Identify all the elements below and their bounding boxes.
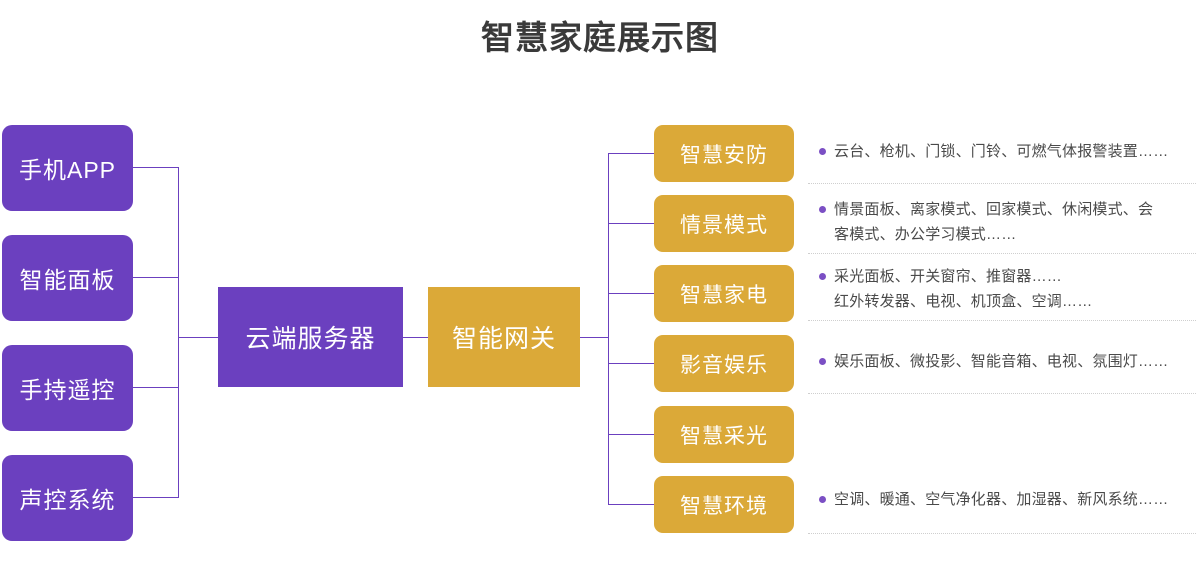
connector-stub-lighting	[608, 434, 655, 435]
connector-stub-mobile-app	[133, 167, 179, 168]
divider-5	[808, 533, 1196, 534]
description-line: 云台、枪机、门锁、门铃、可燃气体报警装置……	[808, 139, 1196, 164]
connector-cloud-to-gateway	[403, 337, 429, 338]
node-smart-lighting[interactable]: 智慧采光	[654, 406, 794, 463]
connector-stub-entertainment	[608, 363, 655, 364]
node-mobile-app[interactable]: 手机APP	[2, 125, 133, 211]
connector-stub-appliance	[608, 293, 655, 294]
description-text: 空调、暖通、空气净化器、加湿器、新风系统……	[834, 491, 1169, 508]
connector-stub-security	[608, 153, 655, 154]
description-line: 娱乐面板、微投影、智能音箱、电视、氛围灯……	[808, 349, 1196, 374]
node-smart-environment[interactable]: 智慧环境	[654, 476, 794, 533]
connector-stub-environment	[608, 504, 655, 505]
description-line: 情景面板、离家模式、回家模式、休闲模式、会	[808, 197, 1196, 222]
node-smart-appliance[interactable]: 智慧家电	[654, 265, 794, 322]
divider-2	[808, 253, 1196, 254]
node-smart-security[interactable]: 智慧安防	[654, 125, 794, 182]
bullet-icon	[819, 496, 826, 503]
description-av-entertainment: 娱乐面板、微投影、智能音箱、电视、氛围灯……	[808, 349, 1196, 374]
bullet-icon	[819, 148, 826, 155]
connector-stub-scene-mode	[608, 223, 655, 224]
description-line: 采光面板、开关窗帘、推窗器……	[808, 264, 1196, 289]
description-smart-appliance: 采光面板、开关窗帘、推窗器…… 红外转发器、电视、机顶盒、空调……	[808, 264, 1196, 314]
description-smart-security: 云台、枪机、门锁、门铃、可燃气体报警装置……	[808, 139, 1196, 164]
description-text: 采光面板、开关窗帘、推窗器……	[834, 268, 1063, 285]
connector-gateway-to-bus	[580, 337, 609, 338]
bullet-icon	[819, 358, 826, 365]
connector-stub-smart-panel	[133, 277, 179, 278]
connector-stub-voice-control	[133, 497, 179, 498]
bullet-icon	[819, 206, 826, 213]
description-text: 情景面板、离家模式、回家模式、休闲模式、会	[834, 201, 1154, 218]
connector-bus-left-to-cloud	[178, 337, 219, 338]
connector-bus-right	[608, 153, 609, 504]
bullet-icon	[819, 273, 826, 280]
divider-3	[808, 320, 1196, 321]
description-text: 云台、枪机、门锁、门铃、可燃气体报警装置……	[834, 143, 1169, 160]
node-handheld-remote[interactable]: 手持遥控	[2, 345, 133, 431]
node-scene-mode[interactable]: 情景模式	[654, 195, 794, 252]
description-line: 空调、暖通、空气净化器、加湿器、新风系统……	[808, 487, 1196, 512]
page-title: 智慧家庭展示图	[481, 19, 719, 56]
node-cloud-server[interactable]: 云端服务器	[218, 287, 403, 387]
connector-stub-handheld-remote	[133, 387, 179, 388]
description-smart-environment: 空调、暖通、空气净化器、加湿器、新风系统……	[808, 487, 1196, 512]
description-text-line2: 红外转发器、电视、机顶盒、空调……	[834, 293, 1093, 310]
divider-4	[808, 393, 1196, 394]
node-av-entertainment[interactable]: 影音娱乐	[654, 335, 794, 392]
node-voice-control[interactable]: 声控系统	[2, 455, 133, 541]
description-text-line2: 客模式、办公学习模式……	[834, 226, 1017, 243]
node-smart-gateway[interactable]: 智能网关	[428, 287, 580, 387]
connector-bus-left	[178, 167, 179, 498]
description-scene-mode: 情景面板、离家模式、回家模式、休闲模式、会 客模式、办公学习模式……	[808, 197, 1196, 247]
divider-1	[808, 183, 1196, 184]
description-text: 娱乐面板、微投影、智能音箱、电视、氛围灯……	[834, 353, 1169, 370]
node-smart-panel[interactable]: 智能面板	[2, 235, 133, 321]
